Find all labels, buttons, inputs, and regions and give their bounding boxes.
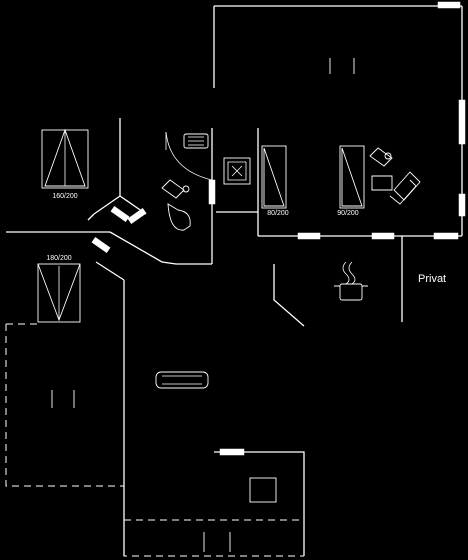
bed-mid [261,145,287,209]
private-room-label: Privat [418,273,446,285]
dashed-boundaries [5,323,304,557]
bed-lower-left [37,263,81,323]
bed-right [339,145,365,209]
bed-mid-label: 80/200 [267,210,289,217]
bed-left [41,128,89,189]
bed-lower-left-label: 180/200 [46,255,71,262]
windows [91,1,466,456]
bed-right-label: 90/200 [337,210,359,217]
bathroom-right-fixtures [369,147,421,205]
kitchen-pot-icon [334,261,368,301]
sofa-icon [155,371,209,389]
bathroom-left-fixtures [161,133,251,231]
furniture-markers [51,58,355,552]
walls [6,5,463,556]
bed-left-label: 160/200 [52,193,77,200]
door-arcs [165,131,213,181]
